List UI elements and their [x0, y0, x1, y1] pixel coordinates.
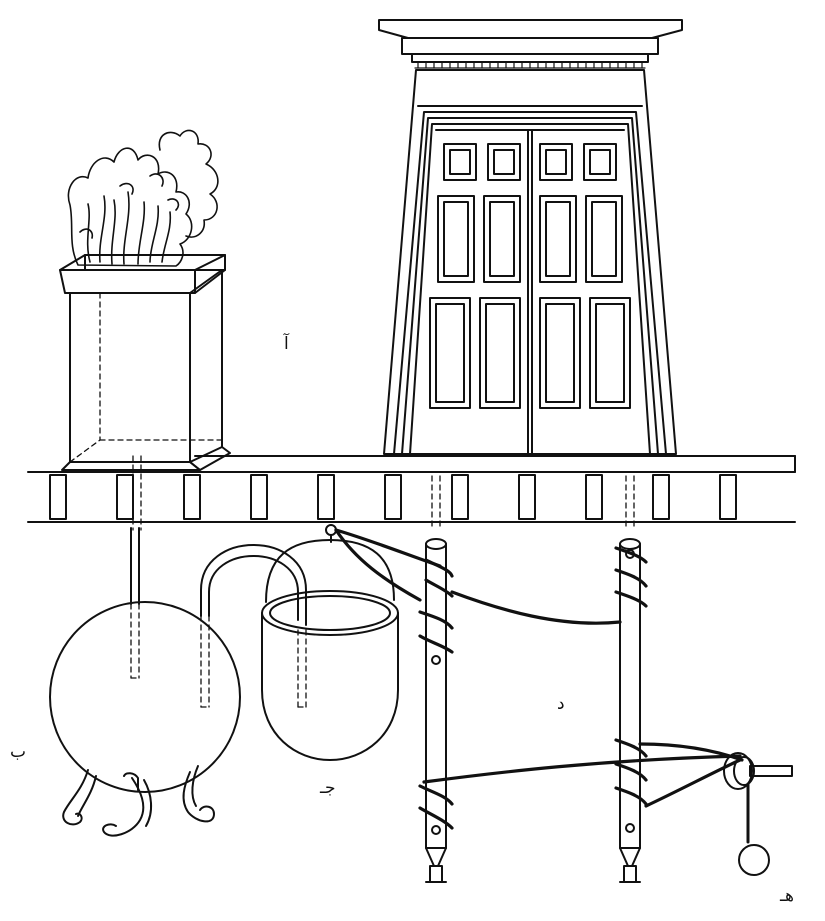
sphere-legs — [62, 765, 215, 837]
joist-ends — [49, 474, 737, 520]
temple-door — [378, 19, 683, 455]
floor-beam — [27, 455, 796, 523]
door-axle-right — [614, 538, 648, 883]
label-h: هـ — [780, 886, 794, 906]
label-a: آ — [284, 334, 289, 354]
hidden-axle-lines — [132, 455, 635, 531]
rope — [334, 528, 744, 808]
label-d: د — [557, 694, 565, 714]
label-b: ب — [10, 742, 27, 762]
bucket — [261, 524, 399, 761]
label-j: جـ — [320, 778, 336, 798]
door-axle-left — [418, 538, 454, 883]
siphon-pipe — [200, 544, 307, 708]
counterweight — [738, 782, 770, 876]
dentil-molding — [414, 61, 646, 69]
altar-hidden-edges — [69, 292, 223, 463]
pulley — [723, 752, 793, 790]
fire-icon — [67, 129, 219, 267]
water-sphere — [49, 527, 241, 837]
right-door-panels — [539, 143, 631, 409]
left-door-panels — [429, 143, 521, 409]
altar-fire-box — [59, 129, 231, 471]
